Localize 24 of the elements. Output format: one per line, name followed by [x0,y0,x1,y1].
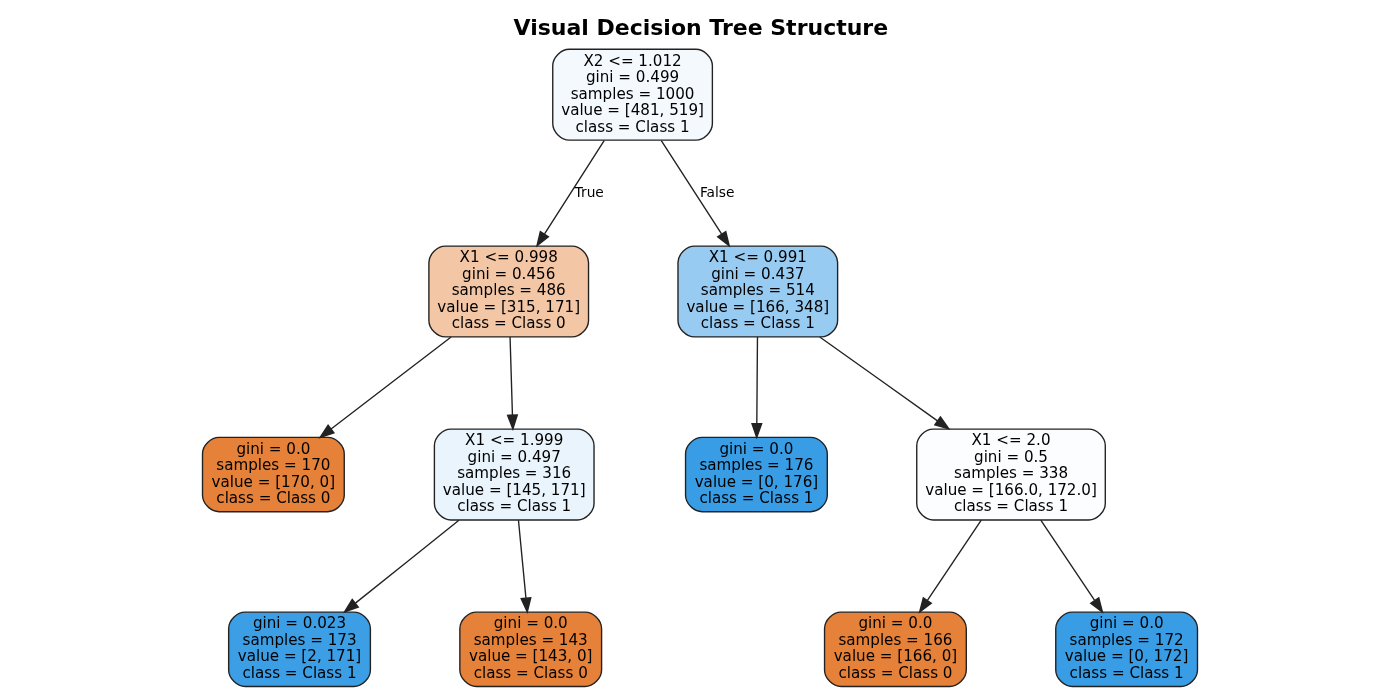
arrow [1040,519,1104,614]
node-box: gini = 0.0 samples = 166 value = [166, 0] class = Class 0 [823,611,967,688]
node-box: X1 <= 0.991 gini = 0.437 samples = 514 value = [166, 348] class = Class 1 [677,245,839,338]
arrow [918,519,982,614]
node-box: gini = 0.0 samples = 143 value = [143, 0] class = Class 0 [459,611,603,688]
edge-label: False [699,183,735,200]
arrow [660,139,731,248]
arrow [318,336,452,439]
edge-label: True [574,183,604,200]
diagram-title: Visual Decision Tree Structure [513,15,889,41]
arrow [517,519,532,614]
node-box: X2 <= 1.012 gini = 0.499 samples = 1000 value = [481, 519] class = Class 1 [552,48,714,141]
node-box: gini = 0.0 samples = 176 value = [0, 176] class = Class 1 [684,436,828,513]
arrow [819,336,951,431]
node-box: gini = 0.023 samples = 173 value = [2, 171] class = Class 1 [227,611,372,688]
node-box: X1 <= 0.998 gini = 0.456 samples = 486 value = [315, 171] class = Class 0 [428,245,590,338]
arrow [342,519,460,614]
arrow [506,336,519,431]
node-box: X1 <= 1.999 gini = 0.497 samples = 316 value = [145, 171] class = Class 1 [433,428,595,521]
node-box: gini = 0.0 samples = 170 value = [170, 0] class = Class 0 [201,436,345,513]
arrow [535,139,605,248]
arrow [751,336,763,440]
node-box: X1 <= 2.0 gini = 0.5 samples = 338 value = [166.0, 172.0] class = Class 1 [916,428,1106,521]
node-box: gini = 0.0 samples = 172 value = [0, 172] class = Class 1 [1055,611,1199,688]
